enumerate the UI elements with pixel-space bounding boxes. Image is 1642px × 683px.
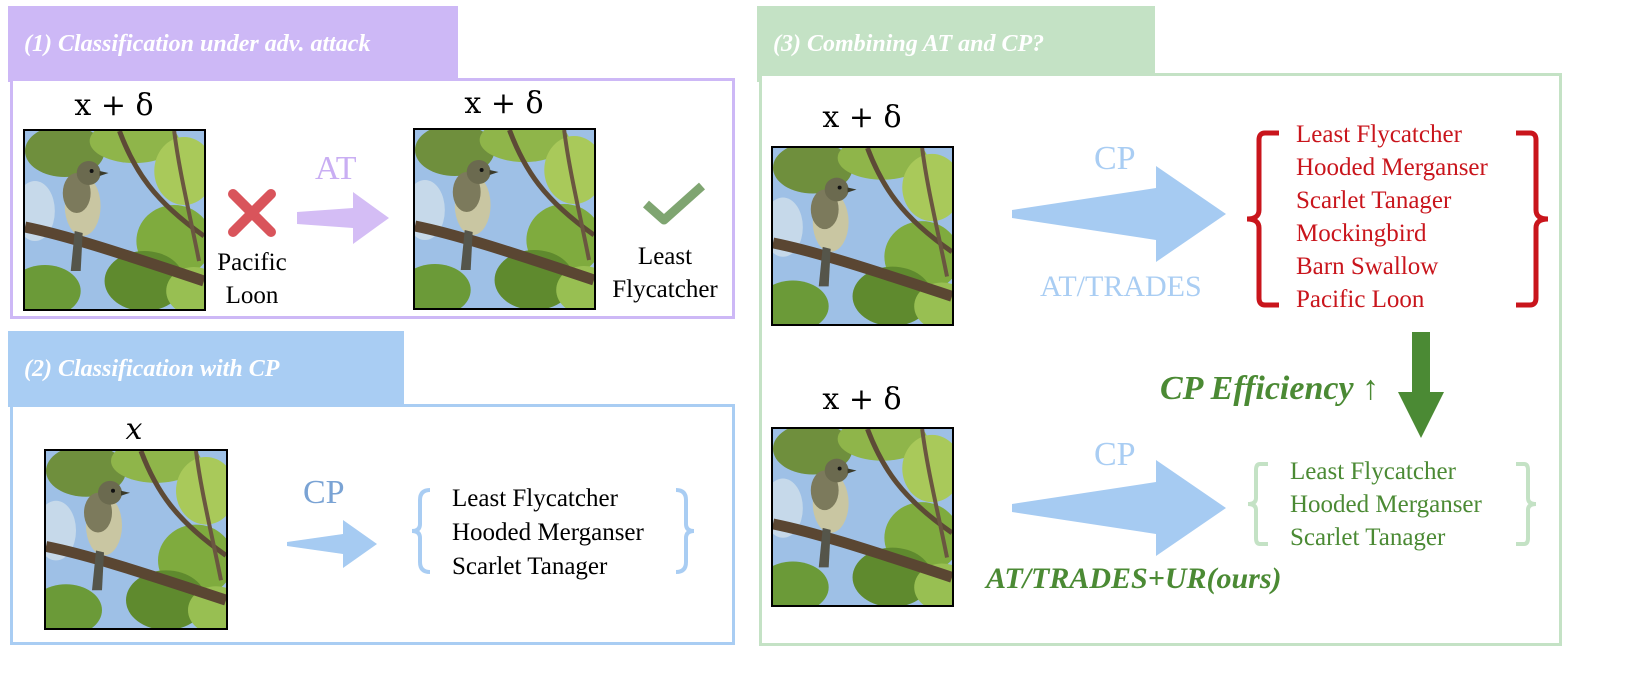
right-brace-icon	[1516, 130, 1549, 308]
panel2-image-label: x	[125, 412, 143, 447]
cp-arrow-label: CP	[303, 474, 345, 511]
prediction-set-item: Hooded Merganser	[1290, 491, 1482, 518]
bird-image	[23, 129, 206, 311]
prediction-set-item: Least Flycatcher	[1290, 458, 1456, 485]
panel3-title: (3) Combining AT and CP?	[757, 6, 1155, 82]
panel1-title: (1) Classification under adv. attack	[8, 6, 458, 82]
panel3-bottom-image-label: x + δ	[822, 382, 902, 417]
panel1-right-image-label: x + δ	[464, 86, 544, 121]
panel2-title-text: (2) Classification with CP	[24, 356, 280, 382]
left-brace-icon	[1247, 462, 1268, 546]
cross-icon	[228, 189, 276, 237]
arrow-right-icon	[287, 520, 377, 568]
bird-image	[771, 146, 954, 326]
correct-prediction-line1: Least	[637, 243, 693, 270]
prediction-set-item: Scarlet Tanager	[1296, 187, 1452, 214]
arrow-right-icon	[297, 192, 389, 244]
panel1-title-text: (1) Classification under adv. attack	[24, 31, 371, 57]
bird-image	[44, 449, 228, 630]
large-prediction-set-list: Least Flycatcher Hooded Merganser Scarle…	[1296, 118, 1488, 316]
prediction-set-item: Scarlet Tanager	[1290, 524, 1446, 551]
arrow-right-icon	[1012, 460, 1226, 556]
prediction-set-item: Scarlet Tanager	[452, 553, 608, 580]
panel1-left-image-label: x + δ	[74, 88, 154, 123]
at-arrow-label: AT	[315, 150, 357, 187]
prediction-set-item: Least Flycatcher	[1296, 121, 1462, 148]
right-brace-icon	[675, 488, 695, 574]
prediction-set-list: Least Flycatcher Hooded Merganser Scarle…	[452, 482, 644, 584]
panel2-title: (2) Classification with CP	[8, 331, 404, 407]
wrong-prediction-label: Pacific Loon	[200, 246, 304, 312]
bird-image	[771, 427, 954, 607]
prediction-set-item: Pacific Loon	[1296, 286, 1425, 313]
small-prediction-set-list: Least Flycatcher Hooded Merganser Scarle…	[1290, 455, 1482, 554]
bird-image	[413, 128, 596, 310]
left-brace-icon	[1246, 130, 1279, 308]
prediction-set-item: Mockingbird	[1296, 220, 1427, 247]
prediction-set-item: Least Flycatcher	[452, 485, 618, 512]
prediction-set-item: Hooded Merganser	[452, 519, 644, 546]
prediction-set-item: Barn Swallow	[1296, 253, 1439, 280]
wrong-prediction-line2: Loon	[225, 282, 279, 309]
top-method-label: AT/TRADES	[1040, 270, 1202, 303]
check-icon	[643, 182, 706, 225]
arrow-right-icon	[1012, 166, 1226, 262]
correct-prediction-label: Least Flycatcher	[602, 240, 728, 306]
right-brace-icon	[1516, 462, 1537, 546]
bottom-method-label: AT/TRADES+UR(ours)	[986, 562, 1282, 595]
prediction-set-item: Hooded Merganser	[1296, 154, 1488, 181]
panel3-title-text: (3) Combining AT and CP?	[773, 31, 1045, 57]
arrow-down-icon	[1398, 332, 1444, 438]
correct-prediction-line2: Flycatcher	[612, 276, 718, 303]
wrong-prediction-line1: Pacific	[217, 249, 287, 276]
panel3-top-image-label: x + δ	[822, 100, 902, 135]
top-cp-arrow-label: CP	[1094, 140, 1136, 177]
left-brace-icon	[411, 488, 431, 574]
bottom-cp-arrow-label: CP	[1094, 436, 1136, 473]
efficiency-label: CP Efficiency ↑	[1160, 370, 1380, 407]
